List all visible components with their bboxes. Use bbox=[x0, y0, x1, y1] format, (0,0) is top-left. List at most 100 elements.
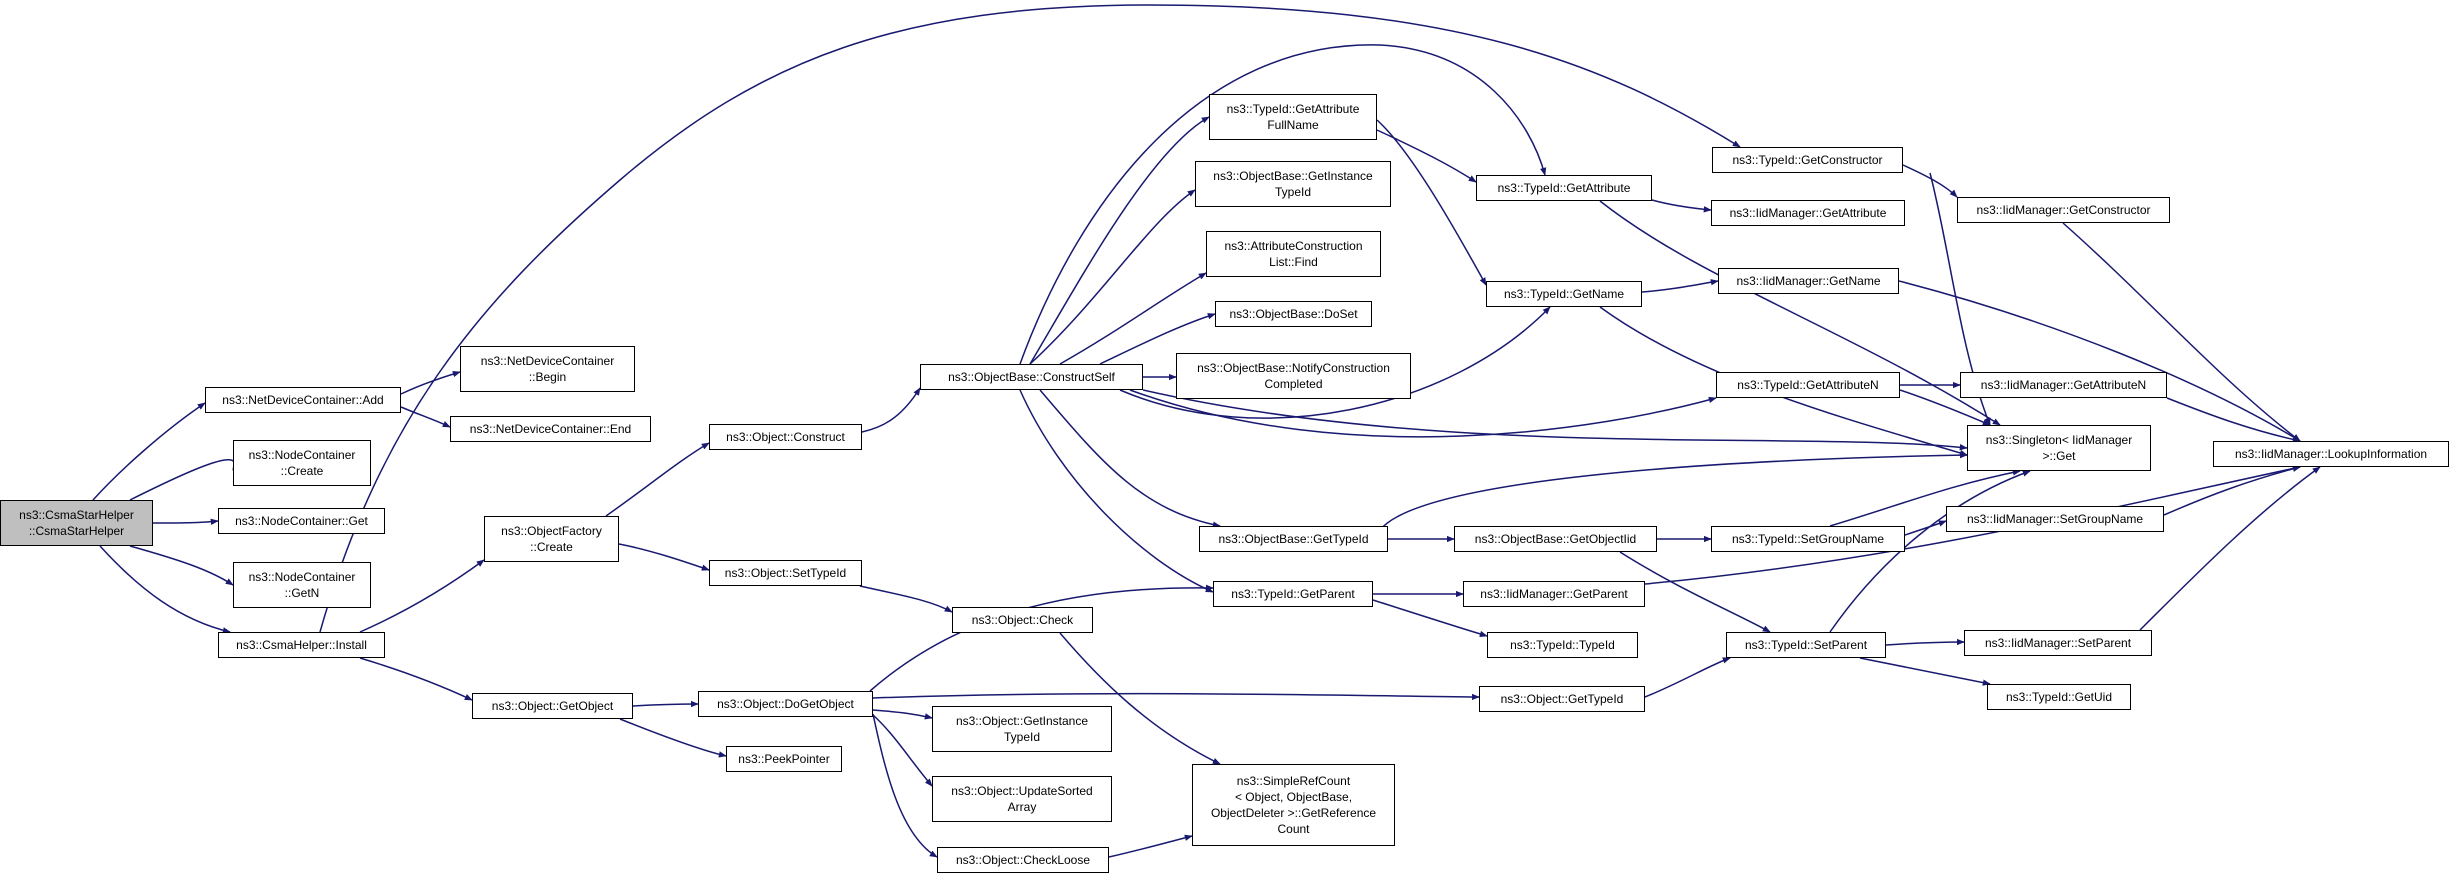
node-label-line: ns3::TypeId::GetUid bbox=[2005, 690, 2113, 704]
node-label-line: < Object, ObjectBase, bbox=[1234, 790, 1353, 804]
call-edge bbox=[152, 518, 219, 525]
call-edge bbox=[872, 714, 933, 787]
call-edge bbox=[2062, 222, 2301, 442]
node-label-line: ns3::NodeContainer::Get bbox=[235, 514, 368, 528]
node-object-updatesortedarray[interactable]: ns3::Object::UpdateSorted Array bbox=[932, 776, 1112, 822]
call-edge bbox=[1108, 834, 1193, 858]
node-label-line: ::Begin bbox=[528, 370, 567, 384]
node-iidmanager-setgroupname[interactable]: ns3::IidManager::SetGroupName bbox=[1946, 506, 2164, 532]
call-edge bbox=[92, 402, 206, 501]
node-label-line: ObjectDeleter >::GetReference bbox=[1210, 806, 1377, 820]
node-typeid-getuid[interactable]: ns3::TypeId::GetUid bbox=[1987, 684, 2131, 710]
node-iidmanager-getconstructor[interactable]: ns3::IidManager::GetConstructor bbox=[1957, 197, 2170, 223]
node-simplerefcount-getreferencecount[interactable]: ns3::SimpleRefCount < Object, ObjectBase… bbox=[1192, 764, 1395, 846]
call-edge bbox=[1372, 599, 1488, 638]
node-label-line: >::Get bbox=[2042, 449, 2076, 463]
node-label-line: ns3::TypeId::TypeId bbox=[1510, 638, 1615, 652]
node-objectbase-doset[interactable]: ns3::ObjectBase::DoSet bbox=[1215, 301, 1372, 327]
node-label-line: ns3::PeekPointer bbox=[738, 752, 830, 766]
node-label-line: ns3::ObjectBase::GetObjectIid bbox=[1474, 532, 1637, 546]
node-object-check[interactable]: ns3::Object::Check bbox=[952, 607, 1093, 633]
node-iidmanager-getname[interactable]: ns3::IidManager::GetName bbox=[1718, 268, 1899, 294]
node-netdevicecontainer-add[interactable]: ns3::NetDeviceContainer::Add bbox=[205, 387, 401, 413]
node-typeid-setgroupname[interactable]: ns3::TypeId::SetGroupName bbox=[1711, 526, 1905, 552]
node-object-checkloose[interactable]: ns3::Object::CheckLoose bbox=[937, 847, 1109, 873]
node-label-line: ns3::Object::Check bbox=[971, 613, 1074, 627]
node-label-line: ns3::TypeId::SetGroupName bbox=[1731, 532, 1885, 546]
node-object-getobject[interactable]: ns3::Object::GetObject bbox=[472, 693, 633, 719]
call-edge bbox=[1019, 44, 1547, 365]
node-typeid-getattributen[interactable]: ns3::TypeId::GetAttributeN bbox=[1716, 372, 1900, 398]
call-edge bbox=[1829, 469, 2021, 527]
call-edge bbox=[872, 713, 938, 858]
call-edge bbox=[359, 559, 485, 633]
node-singleton-iidmanager-get[interactable]: ns3::Singleton< IidManager >::Get bbox=[1967, 425, 2151, 471]
node-csmahelper-install[interactable]: ns3::CsmaHelper::Install bbox=[218, 632, 385, 658]
node-iidmanager-setparent[interactable]: ns3::IidManager::SetParent bbox=[1964, 630, 2152, 656]
node-nodecontainer-get[interactable]: ns3::NodeContainer::Get bbox=[218, 508, 385, 534]
node-label-line: ns3::CsmaHelper::Install bbox=[236, 638, 367, 652]
node-label-line: ns3::Object::GetObject bbox=[491, 699, 614, 713]
node-typeid-getattribute[interactable]: ns3::TypeId::GetAttribute bbox=[1476, 175, 1652, 201]
node-attributeconstructionlist-find[interactable]: ns3::AttributeConstruction List::Find bbox=[1206, 231, 1381, 277]
node-iidmanager-getparent[interactable]: ns3::IidManager::GetParent bbox=[1463, 581, 1645, 607]
call-edge bbox=[1379, 451, 1968, 531]
node-iidmanager-getattribute[interactable]: ns3::IidManager::GetAttribute bbox=[1711, 200, 1905, 226]
node-label-line: ns3::ObjectBase::DoSet bbox=[1229, 307, 1358, 321]
node-label-line: ns3::IidManager::SetGroupName bbox=[1966, 512, 2144, 526]
node-object-dogetobject[interactable]: ns3::Object::DoGetObject bbox=[698, 691, 873, 717]
node-object-getinstancetypeid[interactable]: ns3::Object::GetInstance TypeId bbox=[932, 706, 1112, 752]
node-nodecontainer-getn[interactable]: ns3::NodeContainer ::GetN bbox=[233, 562, 371, 608]
node-typeid-getname[interactable]: ns3::TypeId::GetName bbox=[1486, 281, 1642, 307]
node-label-line: ns3::SimpleRefCount bbox=[1236, 774, 1351, 788]
node-objectfactory-create[interactable]: ns3::ObjectFactory ::Create bbox=[484, 516, 619, 562]
node-objectbase-getinstancetypeid[interactable]: ns3::ObjectBase::GetInstance TypeId bbox=[1195, 161, 1391, 207]
node-label-line: ns3::IidManager::GetName bbox=[1736, 274, 1881, 288]
node-objectbase-notifyconstructioncompleted[interactable]: ns3::ObjectBase::NotifyConstruction Comp… bbox=[1176, 353, 1411, 399]
call-edge bbox=[861, 387, 921, 433]
node-label-line: ns3::TypeId::GetAttributeN bbox=[1737, 378, 1879, 392]
node-typeid-getconstructor[interactable]: ns3::TypeId::GetConstructor bbox=[1712, 147, 1903, 173]
call-edge bbox=[1376, 119, 1487, 286]
call-edges bbox=[92, 4, 2321, 858]
node-peekpointer[interactable]: ns3::PeekPointer bbox=[726, 746, 842, 772]
node-typeid-getattributefullname[interactable]: ns3::TypeId::GetAttribute FullName bbox=[1209, 94, 1377, 140]
node-objectbase-getobjectiid[interactable]: ns3::ObjectBase::GetObjectIid bbox=[1454, 526, 1657, 552]
node-objectbase-constructself[interactable]: ns3::ObjectBase::ConstructSelf bbox=[920, 364, 1143, 390]
node-nodecontainer-create[interactable]: ns3::NodeContainer ::Create bbox=[233, 440, 371, 486]
node-label-line: ns3::TypeId::GetAttribute bbox=[1226, 102, 1360, 116]
call-edge bbox=[1829, 470, 2031, 633]
node-iidmanager-lookupinformation[interactable]: ns3::IidManager::LookupInformation bbox=[2213, 441, 2449, 467]
node-label-line: ns3::TypeId::GetName bbox=[1503, 287, 1625, 301]
call-edge bbox=[1099, 313, 1216, 365]
node-netdevicecontainer-begin[interactable]: ns3::NetDeviceContainer ::Begin bbox=[460, 346, 635, 392]
node-netdevicecontainer-end[interactable]: ns3::NetDeviceContainer::End bbox=[450, 416, 651, 442]
call-edge bbox=[1904, 520, 1947, 536]
call-edge bbox=[605, 442, 710, 517]
node-label-line: ns3::IidManager::GetAttributeN bbox=[1980, 378, 2147, 392]
call-edge bbox=[1644, 465, 2301, 585]
node-object-construct[interactable]: ns3::Object::Construct bbox=[709, 424, 862, 450]
node-typeid-setparent[interactable]: ns3::TypeId::SetParent bbox=[1726, 632, 1886, 658]
node-typeid-getparent[interactable]: ns3::TypeId::GetParent bbox=[1213, 581, 1373, 607]
call-edge bbox=[1059, 272, 1207, 365]
node-iidmanager-getattributen[interactable]: ns3::IidManager::GetAttributeN bbox=[1960, 372, 2167, 398]
node-label-line: ns3::CsmaStarHelper bbox=[19, 508, 134, 522]
call-edge bbox=[400, 371, 461, 395]
node-label-line: ns3::IidManager::GetAttribute bbox=[1729, 206, 1887, 220]
node-label-line: Completed bbox=[1264, 377, 1323, 391]
call-edge bbox=[129, 459, 239, 501]
node-object-settypeid[interactable]: ns3::Object::SetTypeId bbox=[709, 560, 862, 586]
node-label-line: Count bbox=[1277, 822, 1310, 836]
call-edge bbox=[1059, 632, 1221, 765]
node-typeid-typeid[interactable]: ns3::TypeId::TypeId bbox=[1487, 632, 1638, 658]
node-label-line: ns3::NetDeviceContainer bbox=[480, 354, 615, 368]
node-label-line: ns3::IidManager::GetConstructor bbox=[1976, 203, 2151, 217]
node-label-line: ns3::AttributeConstruction bbox=[1224, 239, 1363, 253]
node-object-gettypeid[interactable]: ns3::Object::GetTypeId bbox=[1479, 686, 1645, 712]
node-label-line: ns3::ObjectBase::GetInstance bbox=[1213, 169, 1373, 183]
node-objectbase-gettypeid[interactable]: ns3::ObjectBase::GetTypeId bbox=[1199, 526, 1388, 552]
node-label-line: ::Create bbox=[530, 540, 573, 554]
node-label-line: FullName bbox=[1267, 118, 1319, 132]
